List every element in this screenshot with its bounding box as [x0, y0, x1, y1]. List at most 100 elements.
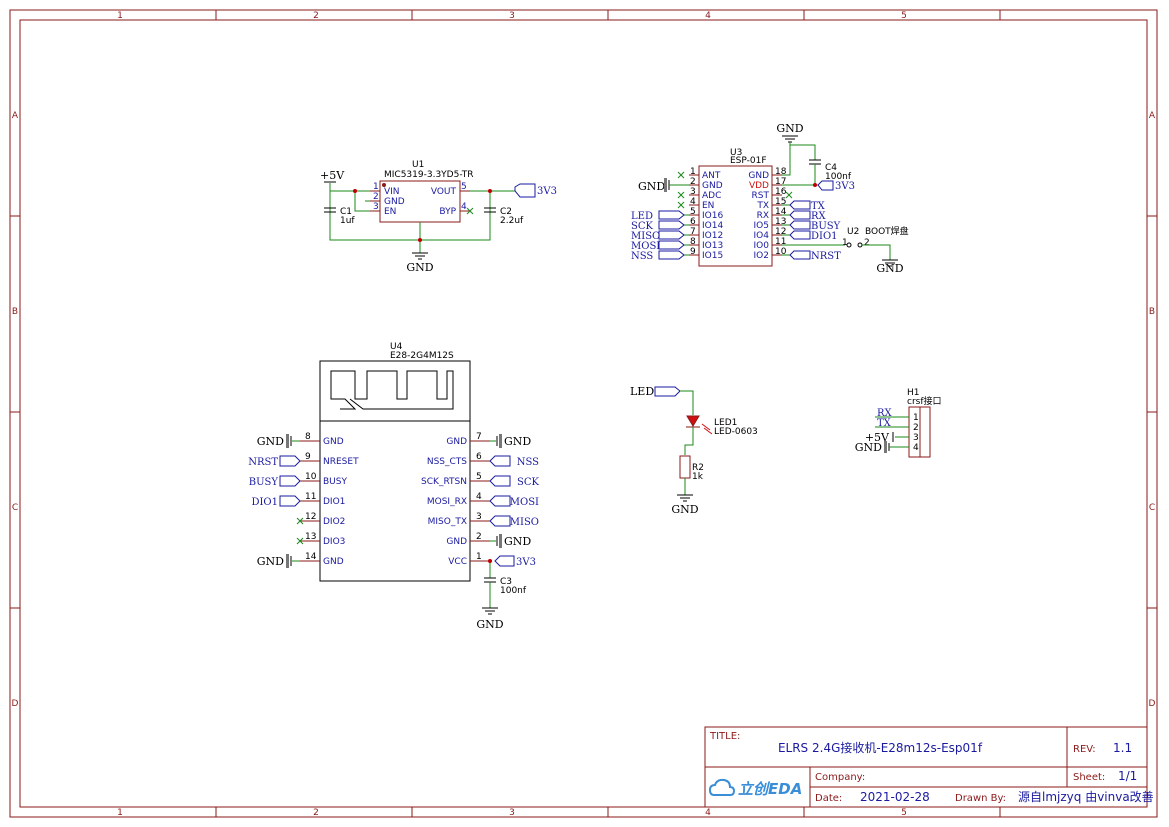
- lceda-logo: 立创EDA: [708, 778, 802, 798]
- u3-pin-num: 1: [690, 167, 696, 177]
- u4-pin-name: VCC: [448, 557, 467, 567]
- u4-pin-name: BUSY: [323, 477, 347, 487]
- u1-pin3-name: EN: [384, 207, 396, 217]
- u3-net-port: [789, 210, 811, 220]
- row-label-d: D: [12, 699, 19, 709]
- c4-val: 100nf: [825, 172, 852, 182]
- u3-net-label: DIO1: [811, 231, 838, 242]
- u3-net-port: [789, 220, 811, 230]
- u3-pin-name: ADC: [702, 191, 721, 201]
- u4-gnd-right: GND: [504, 435, 531, 448]
- u1-pin3-num: 3: [373, 202, 379, 212]
- c1-val: 1uf: [340, 216, 355, 226]
- date-label: Date:: [815, 793, 842, 804]
- u3-pin-name: TX: [756, 201, 769, 211]
- u4-net-label: MOSI: [510, 497, 539, 508]
- u3-pin-name: GND: [748, 171, 769, 181]
- u4-pin-num: 7: [476, 432, 482, 442]
- u4-pin-name: DIO1: [323, 497, 345, 507]
- col-label-2-bottom: 2: [313, 808, 319, 818]
- rev-value: 1.1: [1113, 741, 1132, 755]
- row-label-a-right: A: [1149, 111, 1156, 121]
- u4-pin-num: 5: [476, 472, 482, 482]
- u3-pin-name: VDD: [749, 181, 769, 191]
- u1-vout-name: VOUT: [431, 187, 457, 197]
- u4-pin-name: MISO_TX: [428, 517, 467, 527]
- u4-pin-name: NSS_CTS: [427, 457, 467, 467]
- u1-byp-name: BYP: [439, 207, 456, 217]
- u1-3v3-port: [514, 183, 536, 198]
- col-label-4-bottom: 4: [705, 808, 711, 818]
- sheet-label: Sheet:: [1073, 772, 1105, 783]
- u3-pin-name: IO16: [702, 211, 723, 221]
- u4-pin-name: GND: [446, 437, 467, 447]
- u4-body: [319, 360, 471, 582]
- h1-part: crsf接口: [907, 395, 942, 407]
- u3-pin-num: 16: [775, 187, 787, 197]
- u2-part: BOOT焊盘: [865, 225, 909, 237]
- title-label: TITLE:: [709, 731, 740, 742]
- u1-pin5-num: 5: [461, 182, 467, 192]
- u3-net-port: [658, 220, 685, 230]
- date-value: 2021-02-28: [860, 790, 930, 804]
- u3-pin-name: IO4: [754, 231, 770, 241]
- col-label-1: 1: [117, 11, 123, 21]
- u3-pin-name: IO15: [702, 251, 723, 261]
- antenna-icon: [330, 370, 454, 410]
- row-label-a: A: [12, 111, 19, 121]
- u3-body: [698, 165, 773, 267]
- row-label-b: B: [12, 307, 18, 317]
- u4-pin-num: 6: [476, 452, 482, 462]
- u4-pin-num: 12: [305, 512, 316, 522]
- title-value: ELRS 2.4G接收机-E28m12s-Esp01f: [778, 740, 983, 755]
- c3-ref: C3: [500, 577, 512, 587]
- u1-part: MIC5319-3.3YD5-TR: [384, 170, 474, 180]
- u4-pin-num: 9: [305, 452, 311, 462]
- u4-pin-name: GND: [323, 437, 344, 447]
- u4-part: E28-2G4M12S: [390, 351, 454, 361]
- u3-net-label: RX: [811, 211, 827, 222]
- u3-nrst-port: [789, 250, 811, 260]
- u2-pin2: 2: [864, 238, 870, 248]
- r2-val: 1k: [692, 472, 704, 482]
- u3-net-port: [658, 210, 685, 220]
- col-label-3: 3: [509, 11, 515, 21]
- u1-pin1-name: VIN: [384, 187, 400, 197]
- c4-ref: C4: [825, 163, 837, 173]
- u4-pin-num: 2: [476, 532, 482, 542]
- c3-val: 100nf: [500, 586, 527, 596]
- u4-pin-num: 11: [305, 492, 316, 502]
- u2-pin1: 1: [842, 238, 848, 248]
- u3-net-label: TX: [811, 201, 826, 212]
- c2-val: 2.2uf: [500, 216, 524, 226]
- u1-gnd-net: GND: [406, 261, 433, 274]
- u4-net-label: MISO: [510, 517, 539, 528]
- sheet-value: 1/1: [1118, 769, 1137, 783]
- u3-part: ESP-01F: [730, 156, 767, 166]
- u3-nrst-label: NRST: [811, 251, 841, 262]
- u4-net-port: [489, 455, 511, 467]
- row-label-c-right: C: [1149, 503, 1155, 513]
- drawn-by-value: 源自lmjzyq 由vinva改善: [1018, 789, 1154, 804]
- r2-ref: R2: [692, 463, 704, 473]
- u1-ref: U1: [412, 160, 424, 170]
- u3-3v3-port: [817, 180, 834, 191]
- u3-net-label: LED: [631, 211, 653, 222]
- row-label-b-right: B: [1149, 307, 1155, 317]
- u3-gnd-left: GND: [638, 180, 665, 193]
- u3-pin-name: RX: [757, 211, 769, 221]
- u4-pin-num: 10: [305, 472, 317, 482]
- u3-net-port: [658, 230, 685, 240]
- u3-net-port: [789, 200, 811, 210]
- u3-pin-name: ANT: [702, 171, 721, 181]
- u3-net-label: BUSY: [811, 221, 841, 232]
- cloud-icon: [708, 778, 736, 796]
- led-circuit: LED LED1 LED-0603 R2 1k GND: [630, 385, 758, 516]
- u4-gnd-right: GND: [504, 535, 531, 548]
- h1-pin-num: 2: [913, 423, 919, 433]
- u3-pin-name: EN: [702, 201, 714, 211]
- u3-pin-num: 11: [775, 237, 786, 247]
